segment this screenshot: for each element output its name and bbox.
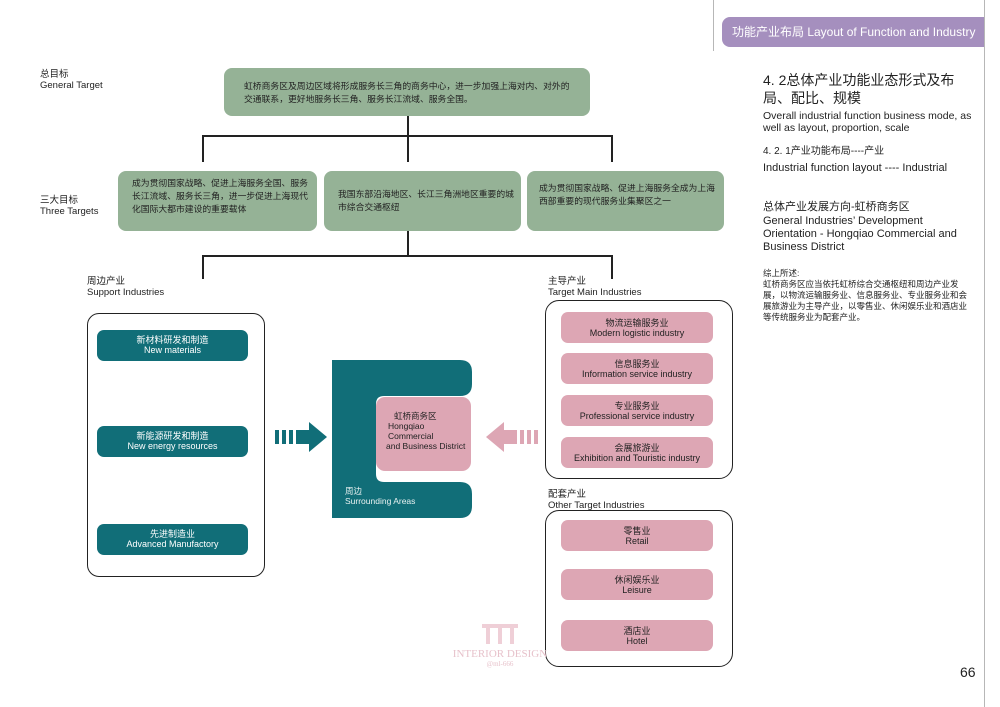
support-label: 周边产业 Support Industries xyxy=(87,276,164,298)
main-panel xyxy=(545,300,733,479)
support-item-en: New energy resources xyxy=(127,441,218,451)
arrow-left-icon xyxy=(486,422,538,452)
core-label-en: Hongqiao Commercial xyxy=(388,421,434,441)
right-text-column: 4. 2总体产业功能业态形式及布局、配比、规模 Overall industri… xyxy=(763,71,973,323)
general-target-box: 虹桥商务区及周边区域将形成服务长三角的商务中心，进一步加强上海对内、对外的交通联… xyxy=(224,68,590,116)
section-title-en: Overall industrial function business mod… xyxy=(763,110,972,134)
right-margin-line xyxy=(984,0,985,707)
support-item-cn: 新材料研发和制造 xyxy=(136,335,209,345)
support-item-new-energy: 新能源研发和制造 New energy resources xyxy=(97,426,248,457)
other-panel xyxy=(545,510,733,667)
connector xyxy=(202,255,612,257)
main-item-en: Information service industry xyxy=(581,369,693,379)
target-box-1: 成为贯彻国家战略、促进上海服务全国、服务长江流域、服务长三角，进一步促进上海现代… xyxy=(118,171,317,231)
main-item-professional: 专业服务业 Professional service industry xyxy=(561,395,713,426)
direction-title: 总体产业发展方向-虹桥商务区 xyxy=(763,201,910,213)
watermark-mark-icon xyxy=(482,624,518,644)
arrow-right-icon xyxy=(275,422,327,452)
target-box-3: 成为贯彻国家战略、促进上海服务全成为上海西部重要的现代服务业集聚区之一 xyxy=(527,171,724,231)
summary-label: 综上所述: xyxy=(763,268,800,278)
general-target-label-cn: 总目标 xyxy=(40,69,69,80)
three-targets-label: 三大目标 Three Targets xyxy=(40,195,98,217)
connector xyxy=(202,135,204,162)
general-target-label-en: General Target xyxy=(40,80,103,91)
surround-label-cn: 周边 xyxy=(345,486,363,496)
support-label-cn: 周边产业 xyxy=(87,276,126,287)
main-item-en: Exhibition and Touristic industry xyxy=(574,453,700,463)
subsection-title-en: Industrial function layout ---- Industri… xyxy=(763,162,948,174)
connector xyxy=(611,135,613,162)
other-label-cn: 配套产业 xyxy=(548,489,587,500)
core-label-en: and Business District xyxy=(386,441,466,451)
main-item-logistic: 物流运输服务业 Modern logistic industry xyxy=(561,312,713,343)
other-item-en: Hotel xyxy=(626,636,648,646)
main-item-cn: 专业服务业 xyxy=(614,401,660,411)
other-label-en: Other Target Industries xyxy=(548,500,645,511)
summary-text: 虹桥商务区应当依托虹桥综合交通枢纽和周边产业发展，以物流运输服务业、信息服务业、… xyxy=(763,279,968,322)
support-label-en: Support Industries xyxy=(87,287,165,298)
main-label: 主导产业 Target Main Industries xyxy=(548,276,641,298)
main-item-en: Modern logistic industry xyxy=(589,328,685,338)
support-item-cn: 新能源研发和制造 xyxy=(136,431,209,441)
surrounding-areas-shape xyxy=(332,360,472,518)
other-item-cn: 休闲娱乐业 xyxy=(614,575,660,585)
main-item-cn: 信息服务业 xyxy=(614,359,660,369)
connector xyxy=(407,116,409,136)
main-item-cn: 物流运输服务业 xyxy=(605,318,669,328)
other-item-en: Retail xyxy=(625,536,649,546)
hongqiao-core-box: 虹桥商务区 Hongqiao Commercial and Business D… xyxy=(376,397,471,471)
watermark-text: INTERIOR DESIGN xyxy=(452,648,548,660)
target-box-2: 我国东部沿海地区、长江三角洲地区重要的城市综合交通枢纽 xyxy=(324,171,521,231)
support-item-en: New materials xyxy=(143,345,201,355)
three-targets-label-cn: 三大目标 xyxy=(40,195,79,206)
main-item-cn: 会展旅游业 xyxy=(614,443,660,453)
other-item-leisure: 休闲娱乐业 Leisure xyxy=(561,569,713,600)
connector xyxy=(407,135,409,162)
other-item-cn: 酒店业 xyxy=(623,626,651,636)
main-item-en: Professional service industry xyxy=(579,411,695,421)
connector xyxy=(407,231,409,256)
other-label: 配套产业 Other Target Industries xyxy=(548,489,644,511)
other-item-hotel: 酒店业 Hotel xyxy=(561,620,713,651)
surround-label-en: Surrounding Areas xyxy=(345,496,416,506)
core-label-cn: 虹桥商务区 xyxy=(394,411,437,421)
watermark-subtext: @ml-666 xyxy=(486,660,514,668)
support-item-advanced-manufactory: 先进制造业 Advanced Manufactory xyxy=(97,524,248,555)
watermark-logo: INTERIOR DESIGN @ml-666 xyxy=(440,622,560,669)
other-item-cn: 零售业 xyxy=(623,526,651,536)
support-item-new-materials: 新材料研发和制造 New materials xyxy=(97,330,248,361)
support-item-cn: 先进制造业 xyxy=(149,529,195,539)
main-label-en: Target Main Industries xyxy=(548,287,642,298)
general-target-label: 总目标 General Target xyxy=(40,69,103,91)
main-item-exhibition: 会展旅游业 Exhibition and Touristic industry xyxy=(561,437,713,468)
other-item-en: Leisure xyxy=(622,585,652,595)
page-number: 66 xyxy=(960,664,976,680)
surrounding-label: 周边 Surrounding Areas xyxy=(345,486,415,506)
section-title: 4. 2总体产业功能业态形式及布局、配比、规模 xyxy=(763,72,955,106)
support-panel xyxy=(87,313,265,577)
other-item-retail: 零售业 Retail xyxy=(561,520,713,551)
section-header: 功能产业布局 Layout of Function and Industry xyxy=(722,17,984,47)
main-label-cn: 主导产业 xyxy=(548,276,587,287)
connector xyxy=(611,255,613,279)
main-item-information: 信息服务业 Information service industry xyxy=(561,353,713,384)
subsection-title: 4. 2. 1产业功能布局----产业 xyxy=(763,146,885,157)
direction-title-en: General Industries’ Development Orientat… xyxy=(763,215,957,253)
three-targets-label-en: Three Targets xyxy=(40,206,99,217)
header-divider xyxy=(713,0,714,51)
support-item-en: Advanced Manufactory xyxy=(126,539,219,549)
connector xyxy=(202,255,204,279)
